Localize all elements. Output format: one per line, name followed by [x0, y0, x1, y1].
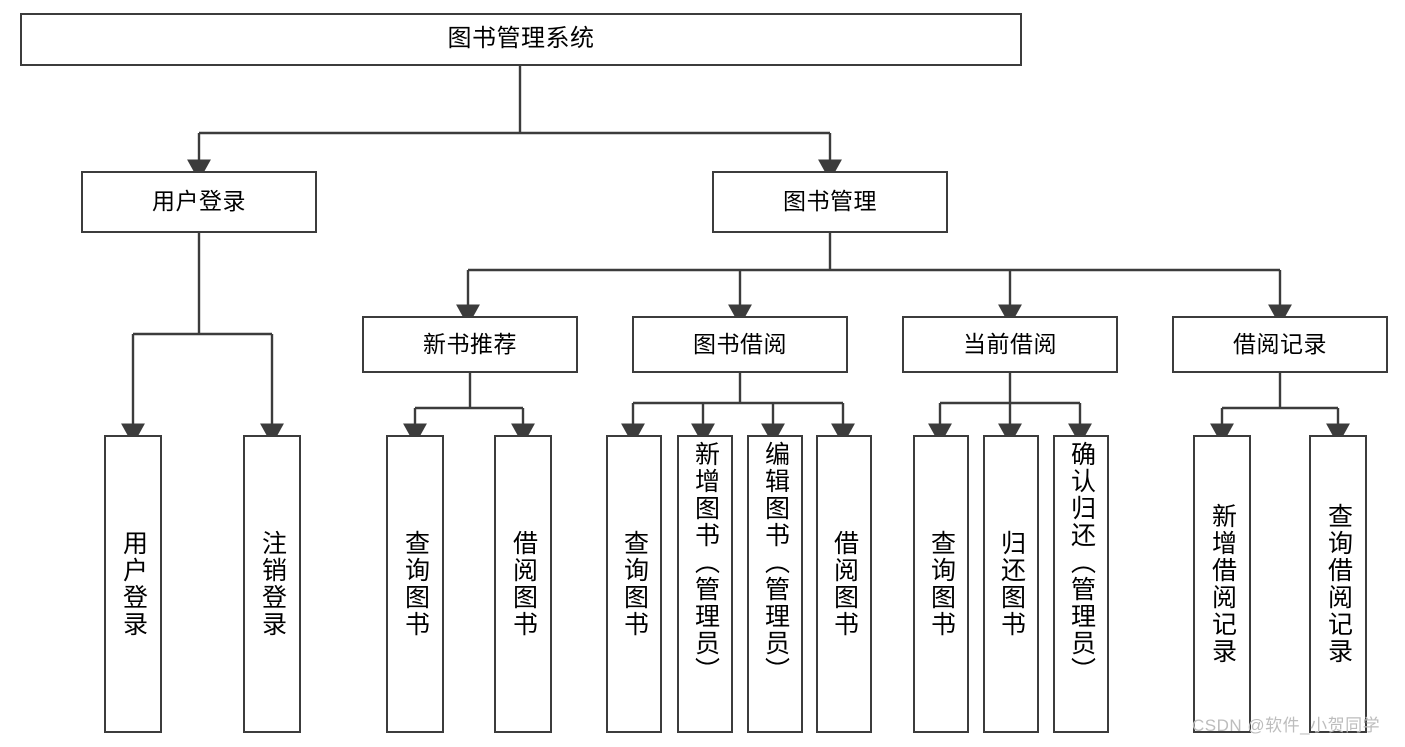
node-label: 借阅图书: [509, 530, 538, 638]
node-label: 用户登录: [152, 188, 246, 215]
leaf-borrow-book[interactable]: 借阅图书: [816, 435, 872, 733]
leaf-return-book[interactable]: 归还图书: [983, 435, 1039, 733]
leaf-add-book-admin[interactable]: 新增图书（管理员）: [677, 435, 733, 733]
node-book-borrow[interactable]: 图书借阅: [632, 316, 848, 373]
node-label: 注销登录: [258, 530, 287, 638]
node-label: 图书管理: [783, 188, 877, 215]
node-label: 图书借阅: [693, 330, 787, 357]
node-label: 借阅图书: [830, 530, 859, 638]
leaf-query-book-recommend[interactable]: 查询图书: [386, 435, 444, 733]
node-label: 新增图书（管理员）: [691, 441, 720, 684]
node-new-book-recommend[interactable]: 新书推荐: [362, 316, 578, 373]
node-label: 归还图书: [997, 530, 1026, 638]
node-label: 编辑图书（管理员）: [761, 441, 790, 684]
node-label: 新增借阅记录: [1208, 503, 1237, 665]
csdn-watermark: CSDN @软件_小贺同学: [1192, 716, 1381, 735]
node-label: 用户登录: [119, 530, 148, 638]
node-user-login[interactable]: 用户登录: [81, 171, 317, 233]
node-label: 查询图书: [620, 530, 649, 638]
leaf-borrow-book-recommend[interactable]: 借阅图书: [494, 435, 552, 733]
node-label: 查询图书: [401, 530, 430, 638]
leaf-query-book-borrow[interactable]: 查询图书: [606, 435, 662, 733]
node-label: 图书管理系统: [447, 25, 595, 53]
leaf-edit-book-admin[interactable]: 编辑图书（管理员）: [747, 435, 803, 733]
node-book-management-system[interactable]: 图书管理系统: [20, 13, 1022, 66]
leaf-query-book-current[interactable]: 查询图书: [913, 435, 969, 733]
node-book-management[interactable]: 图书管理: [712, 171, 948, 233]
node-borrow-record[interactable]: 借阅记录: [1172, 316, 1388, 373]
node-label: 查询借阅记录: [1324, 503, 1353, 665]
leaf-user-login[interactable]: 用户登录: [104, 435, 162, 733]
node-label: 查询图书: [927, 530, 956, 638]
node-label: 确认归还（管理员）: [1067, 441, 1096, 684]
node-label: 当前借阅: [963, 330, 1057, 357]
leaf-confirm-return-admin[interactable]: 确认归还（管理员）: [1053, 435, 1109, 733]
node-current-borrow[interactable]: 当前借阅: [902, 316, 1118, 373]
leaf-add-borrow-record[interactable]: 新增借阅记录: [1193, 435, 1251, 733]
leaf-logout[interactable]: 注销登录: [243, 435, 301, 733]
leaf-query-borrow-record[interactable]: 查询借阅记录: [1309, 435, 1367, 733]
node-label: 借阅记录: [1233, 330, 1327, 357]
node-label: 新书推荐: [423, 330, 517, 357]
